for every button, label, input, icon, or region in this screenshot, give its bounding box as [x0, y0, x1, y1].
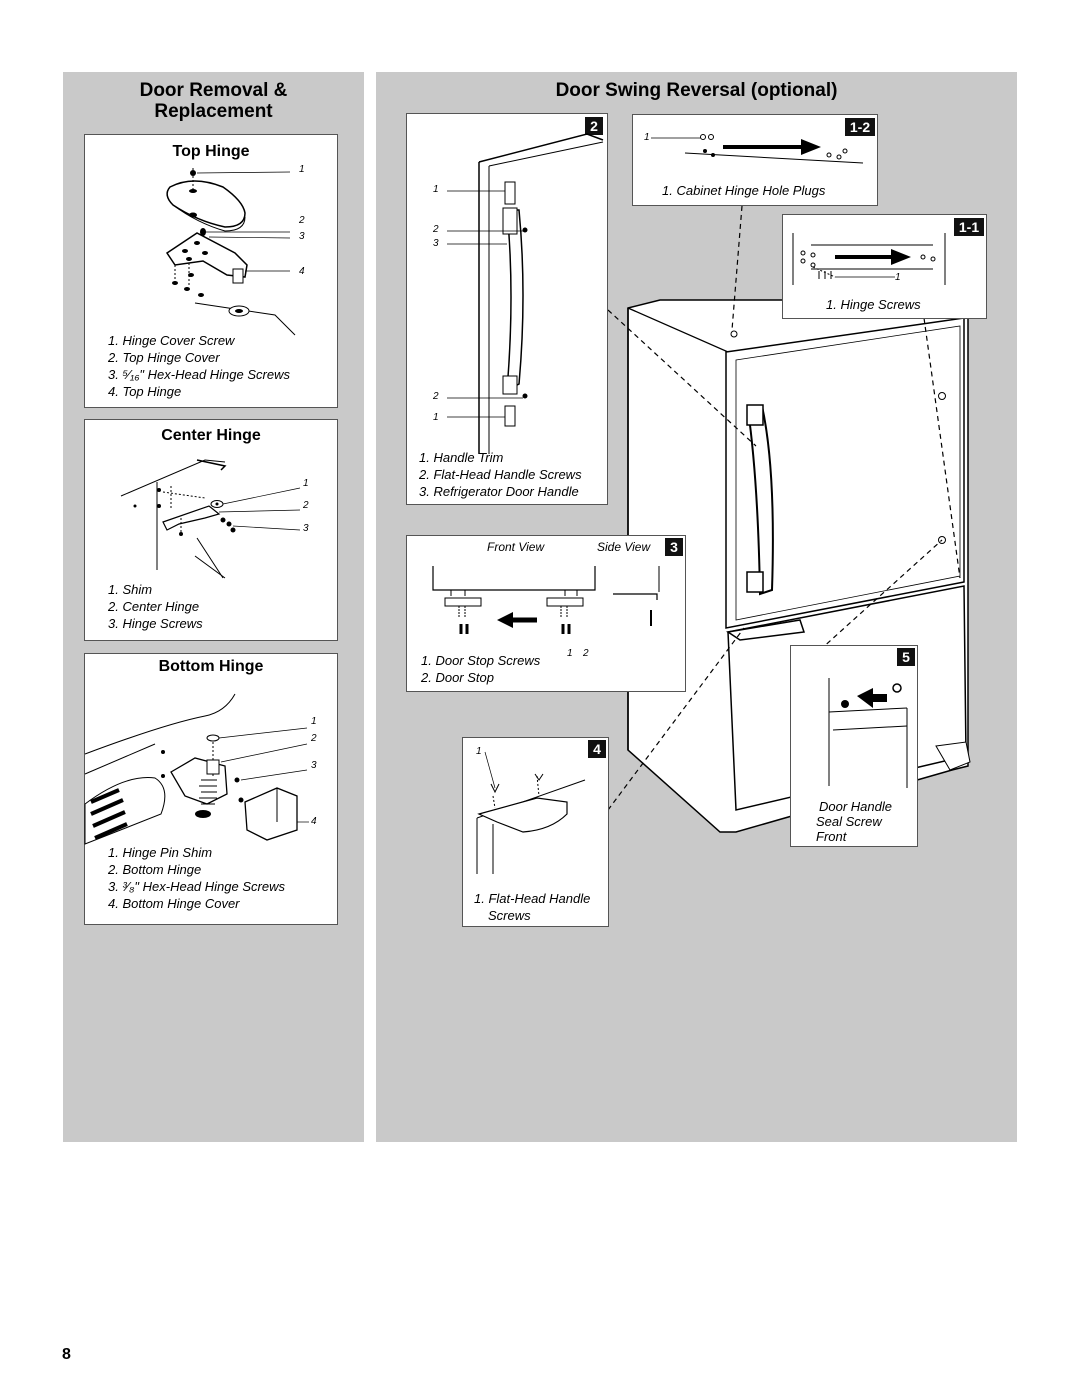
title-line-2: Replacement	[154, 101, 273, 122]
fig3-door-stop-box: 3 Front View Side View 1 2 1. Door Stop …	[406, 535, 686, 692]
top-hinge-illustration	[165, 168, 296, 336]
door-swing-reversal-title: Door Swing Reversal (optional)	[555, 80, 838, 101]
page-number: 8	[62, 1346, 71, 1363]
center-hinge-illustration	[120, 459, 301, 579]
callout-3: 3	[311, 760, 317, 771]
callout-2: 2	[311, 733, 317, 744]
callout-1: 1	[644, 132, 650, 143]
callout-3: 3	[299, 231, 305, 242]
fig2-handle-box: 2 1 2 3 2 1 1. Handle Trim 2. Flat-Head …	[406, 113, 608, 505]
legend-line: 1. Flat-Head Handle	[474, 891, 591, 906]
top-hinge-legend: 1. Hinge Cover Screw 2. Top Hinge Cover …	[108, 332, 290, 400]
top-hinge-box: Top Hinge 1 2 3 4 1. Hinge Cover Screw 2…	[84, 134, 338, 408]
bottom-hinge-box: Bottom Hinge 1 2 3 4 1. Hinge Pin Shim 2…	[84, 653, 338, 925]
legend-item: 1. Hinge Pin Shim	[108, 845, 213, 860]
fig4-legend: 1. Flat-Head Handle Screws	[474, 890, 590, 924]
legend-item: 2. Center Hinge	[108, 599, 200, 614]
callout-4: 4	[299, 266, 305, 277]
legend-item: 3. ⁵⁄₁₆" Hex-Head Hinge Screws	[108, 367, 290, 382]
fig5-illustration	[828, 678, 908, 788]
caption-line: Front	[816, 829, 847, 844]
fig4-handle-screws-box: 4 1 1. Flat-Head Handle Screws	[462, 737, 609, 927]
fig2-badge: 2	[585, 117, 603, 135]
center-hinge-legend: 1. Shim 2. Center Hinge 3. Hinge Screws	[108, 581, 203, 632]
callout-3: 3	[303, 523, 309, 534]
fig4-illustration	[476, 751, 586, 874]
fig5-caption: Door Handle Seal Screw Front	[816, 799, 892, 844]
bottom-hinge-title: Bottom Hinge	[158, 658, 264, 675]
center-hinge-box: Center Hinge 1 2 3 1. Shim 2. Center Hin…	[84, 419, 338, 641]
legend-item: 2. Bottom Hinge	[108, 862, 202, 877]
callout-1: 1	[299, 164, 305, 175]
fig1-1-badge: 1-1	[954, 218, 984, 236]
callout-1: 1	[311, 716, 317, 727]
callout-3: 3	[433, 238, 439, 249]
title-line-1: Door Removal &	[139, 80, 288, 101]
fig4-badge: 4	[588, 740, 606, 758]
side-view-label: Side View	[597, 540, 651, 554]
bottom-hinge-legend: 1. Hinge Pin Shim 2. Bottom Hinge 3. ³⁄₈…	[108, 844, 285, 912]
fig2-handle-illustration	[447, 133, 604, 454]
center-hinge-title: Center Hinge	[161, 427, 261, 444]
fig3-badge: 3	[665, 538, 683, 556]
callout-2: 2	[583, 648, 589, 659]
callout-2: 2	[299, 215, 305, 226]
callout-1: 1	[567, 648, 573, 659]
bottom-hinge-illustration	[84, 693, 309, 845]
fig1-2-legend: 1. Cabinet Hinge Hole Plugs	[662, 183, 826, 198]
fig1-1-legend: 1. Hinge Screws	[826, 297, 921, 312]
legend-item: 3. ³⁄₈" Hex-Head Hinge Screws	[108, 879, 285, 894]
legend-item: 2. Top Hinge Cover	[108, 350, 220, 365]
legend-item: 3. Hinge Screws	[108, 616, 203, 631]
door-removal-title: Door Removal & Replacement	[63, 80, 364, 122]
fig3-legend: 1. Door Stop Screws 2. Door Stop	[421, 652, 540, 686]
fig1-1-illustration	[792, 233, 946, 285]
legend-item: 1. Hinge Cover Screw	[108, 333, 235, 348]
front-view-label: Front View	[487, 540, 545, 554]
callout-2: 2	[303, 500, 309, 511]
legend-item: 4. Bottom Hinge Cover	[108, 896, 240, 911]
legend-item: 4. Top Hinge	[108, 384, 182, 399]
callout-1: 1	[433, 184, 439, 195]
caption-line: Seal Screw	[816, 814, 882, 829]
fig1-2-illustration	[651, 134, 864, 164]
legend-item: 1. Door Stop Screws	[421, 653, 541, 668]
fig1-2-badge: 1-2	[845, 118, 875, 136]
callout-2: 2	[433, 224, 439, 235]
legend-item: 1. Handle Trim	[419, 450, 504, 465]
callout-4: 4	[311, 816, 317, 827]
caption-line: Door Handle	[819, 799, 892, 814]
callout-1: 1	[476, 746, 482, 757]
legend-item: 1. Shim	[108, 582, 153, 597]
callout-2: 2	[433, 391, 439, 402]
legend-line: Screws	[488, 908, 531, 923]
fig1-1-hinge-screws-box: 1-1 1 1. Hinge Screws	[782, 214, 987, 319]
fig5-seal-screw-box: 5 Door Handle Seal Screw Front	[790, 645, 918, 847]
fig1-2-hole-plugs-box: 1-2 1 1. Cabinet Hinge Hole Plugs	[632, 114, 878, 206]
callout-1: 1	[895, 272, 901, 283]
callout-1: 1	[433, 412, 439, 423]
fig5-badge: 5	[897, 648, 915, 666]
legend-item: 3. Refrigerator Door Handle	[419, 484, 579, 499]
fig3-illustration	[432, 566, 660, 634]
legend-item: 2. Flat-Head Handle Screws	[419, 467, 582, 482]
top-hinge-title: Top Hinge	[172, 143, 250, 160]
fig2-legend: 1. Handle Trim 2. Flat-Head Handle Screw…	[419, 449, 582, 500]
callout-1: 1	[303, 478, 309, 489]
legend-item: 2. Door Stop	[421, 670, 494, 685]
